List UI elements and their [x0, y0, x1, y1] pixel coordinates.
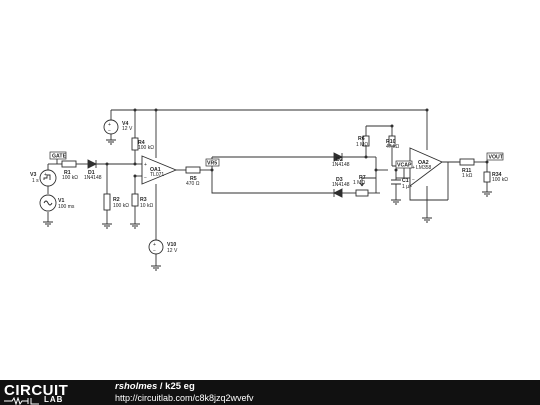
- svg-text:1 s: 1 s: [32, 178, 39, 184]
- svg-text:−: −: [144, 175, 147, 181]
- opamp-oa2: + − OA2 LM358: [409, 147, 443, 187]
- junction-dots: [105, 108, 489, 178]
- diode-d1: D1 1N4148: [84, 159, 102, 181]
- svg-text:+: +: [153, 242, 156, 248]
- schematic-diagram: + V3 1 s V1 100 ms + − V4 12 V + − V10 1…: [30, 108, 508, 271]
- svg-text:OA1: OA1: [150, 167, 161, 173]
- capacitor-c1: C1 1 µF: [391, 178, 412, 190]
- source-v10: + − V10 12 V: [148, 239, 178, 255]
- logo-word: CIRCUIT: [4, 382, 69, 399]
- svg-text:D3: D3: [336, 177, 343, 183]
- circuit-url[interactable]: http://circuitlab.com/c8k8jzq2wvefv: [115, 393, 254, 403]
- svg-text:+: +: [108, 122, 111, 128]
- node-label-vout: VOUT: [486, 152, 504, 161]
- svg-text:LM358: LM358: [416, 165, 432, 171]
- svg-text:R6: R6: [358, 136, 365, 142]
- svg-text:R3: R3: [140, 197, 147, 203]
- svg-text:100 ms: 100 ms: [58, 204, 75, 210]
- svg-text:VCAP: VCAP: [397, 163, 412, 169]
- resistor-r5: R5 470 Ω: [185, 166, 201, 187]
- logo-trace-icon: [4, 397, 39, 405]
- svg-text:VR5: VR5: [207, 161, 217, 167]
- svg-text:R10: R10: [386, 139, 396, 145]
- svg-text:100 kΩ: 100 kΩ: [492, 177, 508, 183]
- svg-text:R4: R4: [138, 140, 145, 146]
- svg-text:R5: R5: [190, 176, 197, 182]
- svg-text:VOUT: VOUT: [489, 155, 504, 161]
- svg-text:47 kΩ: 47 kΩ: [386, 144, 399, 150]
- svg-text:V1: V1: [58, 198, 64, 204]
- resistor-r34: R34 100 kΩ: [483, 171, 508, 183]
- resistor-r7: R7 1 MΩ: [353, 175, 369, 197]
- node-label-vcap: VCAP: [395, 160, 413, 169]
- circuit-name: k25 eg: [165, 381, 195, 392]
- svg-text:1 µF: 1 µF: [402, 184, 412, 190]
- svg-text:D2: D2: [336, 157, 343, 163]
- svg-text:C1: C1: [402, 178, 409, 184]
- schematic-canvas: + V3 1 s V1 100 ms + − V4 12 V + − V10 1…: [30, 108, 508, 271]
- svg-text:12 V: 12 V: [167, 248, 178, 254]
- circuit-title: rsholmes / k25 eg: [115, 381, 195, 392]
- resistor-r11: R11 1 kΩ: [459, 158, 475, 179]
- svg-text:−: −: [153, 248, 156, 254]
- title-separator: /: [157, 381, 166, 392]
- svg-text:D1: D1: [88, 170, 95, 176]
- resistor-r2: R2 100 kΩ: [103, 193, 129, 211]
- svg-text:R2: R2: [113, 197, 120, 203]
- svg-text:R1: R1: [64, 170, 71, 176]
- diode-d3: D3 1N4148: [332, 177, 350, 198]
- resistor-r1: R1 100 kΩ: [61, 160, 78, 181]
- resistor-r4: R4 100 kΩ: [131, 137, 154, 151]
- svg-text:1N4148: 1N4148: [84, 175, 102, 181]
- svg-text:1 kΩ: 1 kΩ: [462, 173, 473, 179]
- svg-text:1N4148: 1N4148: [332, 162, 350, 168]
- svg-text:100 kΩ: 100 kΩ: [138, 145, 154, 151]
- source-v4: + − V4 12 V: [103, 119, 133, 135]
- resistor-r6: R6 1 MΩ: [356, 135, 370, 148]
- svg-text:+: +: [44, 172, 47, 178]
- source-v3: + V3 1 s: [30, 169, 57, 187]
- svg-text:OA2: OA2: [418, 160, 429, 166]
- node-label-vr5: VR5: [205, 158, 220, 167]
- svg-text:100 kΩ: 100 kΩ: [62, 175, 78, 181]
- source-v1: V1 100 ms: [39, 194, 75, 212]
- svg-text:V4: V4: [122, 121, 128, 127]
- logo-sub: LAB: [44, 395, 64, 404]
- svg-text:100 kΩ: 100 kΩ: [113, 203, 129, 209]
- svg-text:1 MΩ: 1 MΩ: [356, 142, 368, 148]
- svg-text:R7: R7: [359, 175, 366, 181]
- svg-text:V10: V10: [167, 242, 176, 248]
- ground-symbols: [43, 134, 492, 271]
- footer-bar: CIRCUIT LAB rsholmes / k25 eg http://cir…: [0, 380, 540, 405]
- svg-text:12 V: 12 V: [122, 126, 133, 132]
- svg-text:TL071: TL071: [150, 172, 164, 178]
- svg-text:10 kΩ: 10 kΩ: [140, 203, 153, 209]
- svg-text:+: +: [144, 162, 147, 168]
- author-name[interactable]: rsholmes: [115, 381, 158, 392]
- svg-text:−: −: [412, 177, 415, 183]
- svg-text:1 MΩ: 1 MΩ: [353, 180, 365, 186]
- svg-text:V3: V3: [30, 172, 36, 178]
- svg-text:R34: R34: [492, 172, 502, 178]
- resistor-r10: R10 47 kΩ: [386, 135, 399, 150]
- svg-text:−: −: [108, 128, 111, 134]
- resistor-r3: R3 10 kΩ: [131, 193, 153, 209]
- svg-text:470 Ω: 470 Ω: [186, 181, 200, 187]
- diode-d2: D2 1N4148: [332, 152, 350, 168]
- svg-text:GATE: GATE: [52, 154, 67, 160]
- circuitlab-logo[interactable]: CIRCUIT LAB: [4, 382, 96, 405]
- opamp-oa1: + − OA1 TL071: [141, 155, 178, 185]
- node-label-gate: GATE: [49, 151, 67, 160]
- svg-text:1N4148: 1N4148: [332, 182, 350, 188]
- svg-text:+: +: [412, 165, 415, 171]
- svg-text:R11: R11: [462, 168, 471, 174]
